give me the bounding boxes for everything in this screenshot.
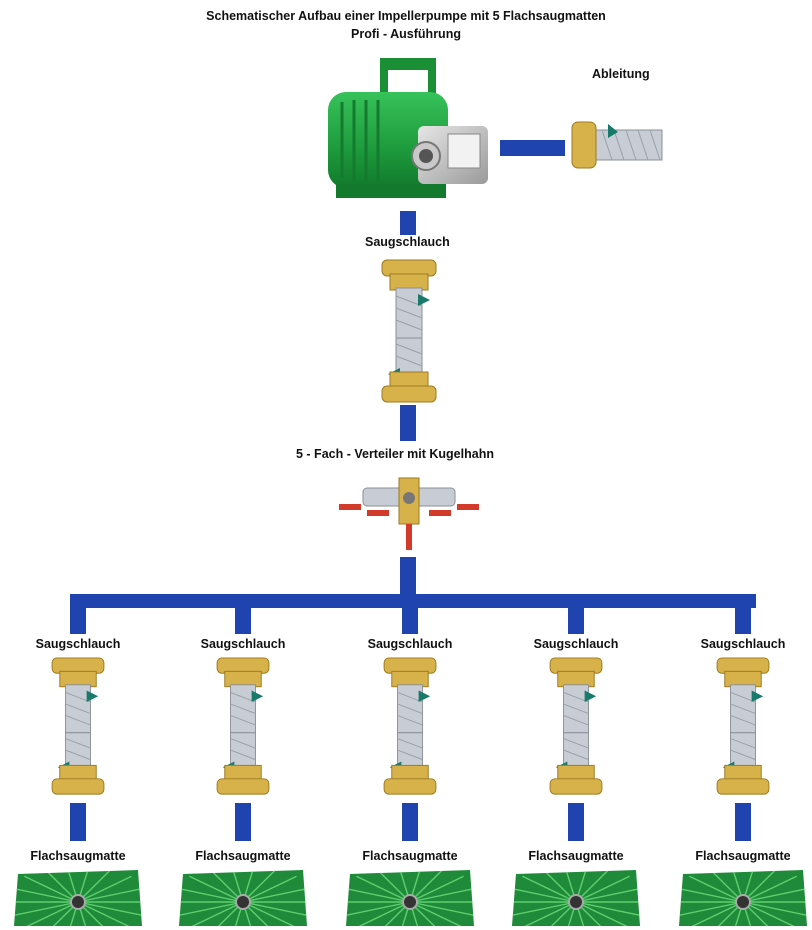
- branch-hose-image: [549, 657, 603, 795]
- mat-label: Flachsaugmatte: [362, 849, 458, 863]
- flat-suction-mat-image: [346, 870, 474, 926]
- branch-hose-label: Saugschlauch: [700, 637, 786, 651]
- branch-drop-connector: [235, 600, 251, 634]
- branch-hose-label: Saugschlauch: [367, 637, 453, 651]
- flat-suction-mat-image: [679, 870, 807, 926]
- branch-hose-image: [716, 657, 770, 795]
- branch-hose-label: Saugschlauch: [533, 637, 619, 651]
- flat-suction-mat-image: [512, 870, 640, 926]
- branch-mat-connector: [235, 803, 251, 841]
- flat-suction-mat-image: [14, 870, 142, 926]
- branch-mat-connector: [735, 803, 751, 841]
- branch-mat-connector: [70, 803, 86, 841]
- diagram-subtitle: Profi - Ausführung: [351, 27, 461, 41]
- branch-drop-connector: [568, 600, 584, 634]
- branch-drop-connector: [70, 600, 86, 634]
- mat-label: Flachsaugmatte: [695, 849, 791, 863]
- branch-hose-image: [216, 657, 270, 795]
- distributor-image: [339, 477, 479, 550]
- outlet-hose-image: [571, 121, 663, 169]
- branch-hose-image: [51, 657, 105, 795]
- distributor-drop-connector: [400, 557, 416, 599]
- flat-suction-mat-image: [179, 870, 307, 926]
- distributor-label: 5 - Fach - Verteiler mit Kugelhahn: [296, 447, 494, 461]
- branch-hose-image: [383, 657, 437, 795]
- main-suction-hose-image: [381, 259, 437, 403]
- branch-hose-label: Saugschlauch: [35, 637, 121, 651]
- branch-drop-connector: [402, 600, 418, 634]
- hose-to-distributor-connector: [400, 405, 416, 441]
- branch-drop-connector: [735, 600, 751, 634]
- branch-mat-connector: [402, 803, 418, 841]
- branch-mat-connector: [568, 803, 584, 841]
- main-suction-hose-label: Saugschlauch: [365, 235, 450, 249]
- branch-hose-label: Saugschlauch: [200, 637, 286, 651]
- mat-label: Flachsaugmatte: [30, 849, 126, 863]
- impeller-pump-image: [328, 58, 488, 198]
- outlet-connector: [500, 140, 565, 156]
- diagram-title: Schematischer Aufbau einer Impellerpumpe…: [206, 9, 606, 23]
- mat-label: Flachsaugmatte: [528, 849, 624, 863]
- outlet-label: Ableitung: [592, 67, 650, 81]
- mat-label: Flachsaugmatte: [195, 849, 291, 863]
- pump-suction-connector: [400, 211, 416, 235]
